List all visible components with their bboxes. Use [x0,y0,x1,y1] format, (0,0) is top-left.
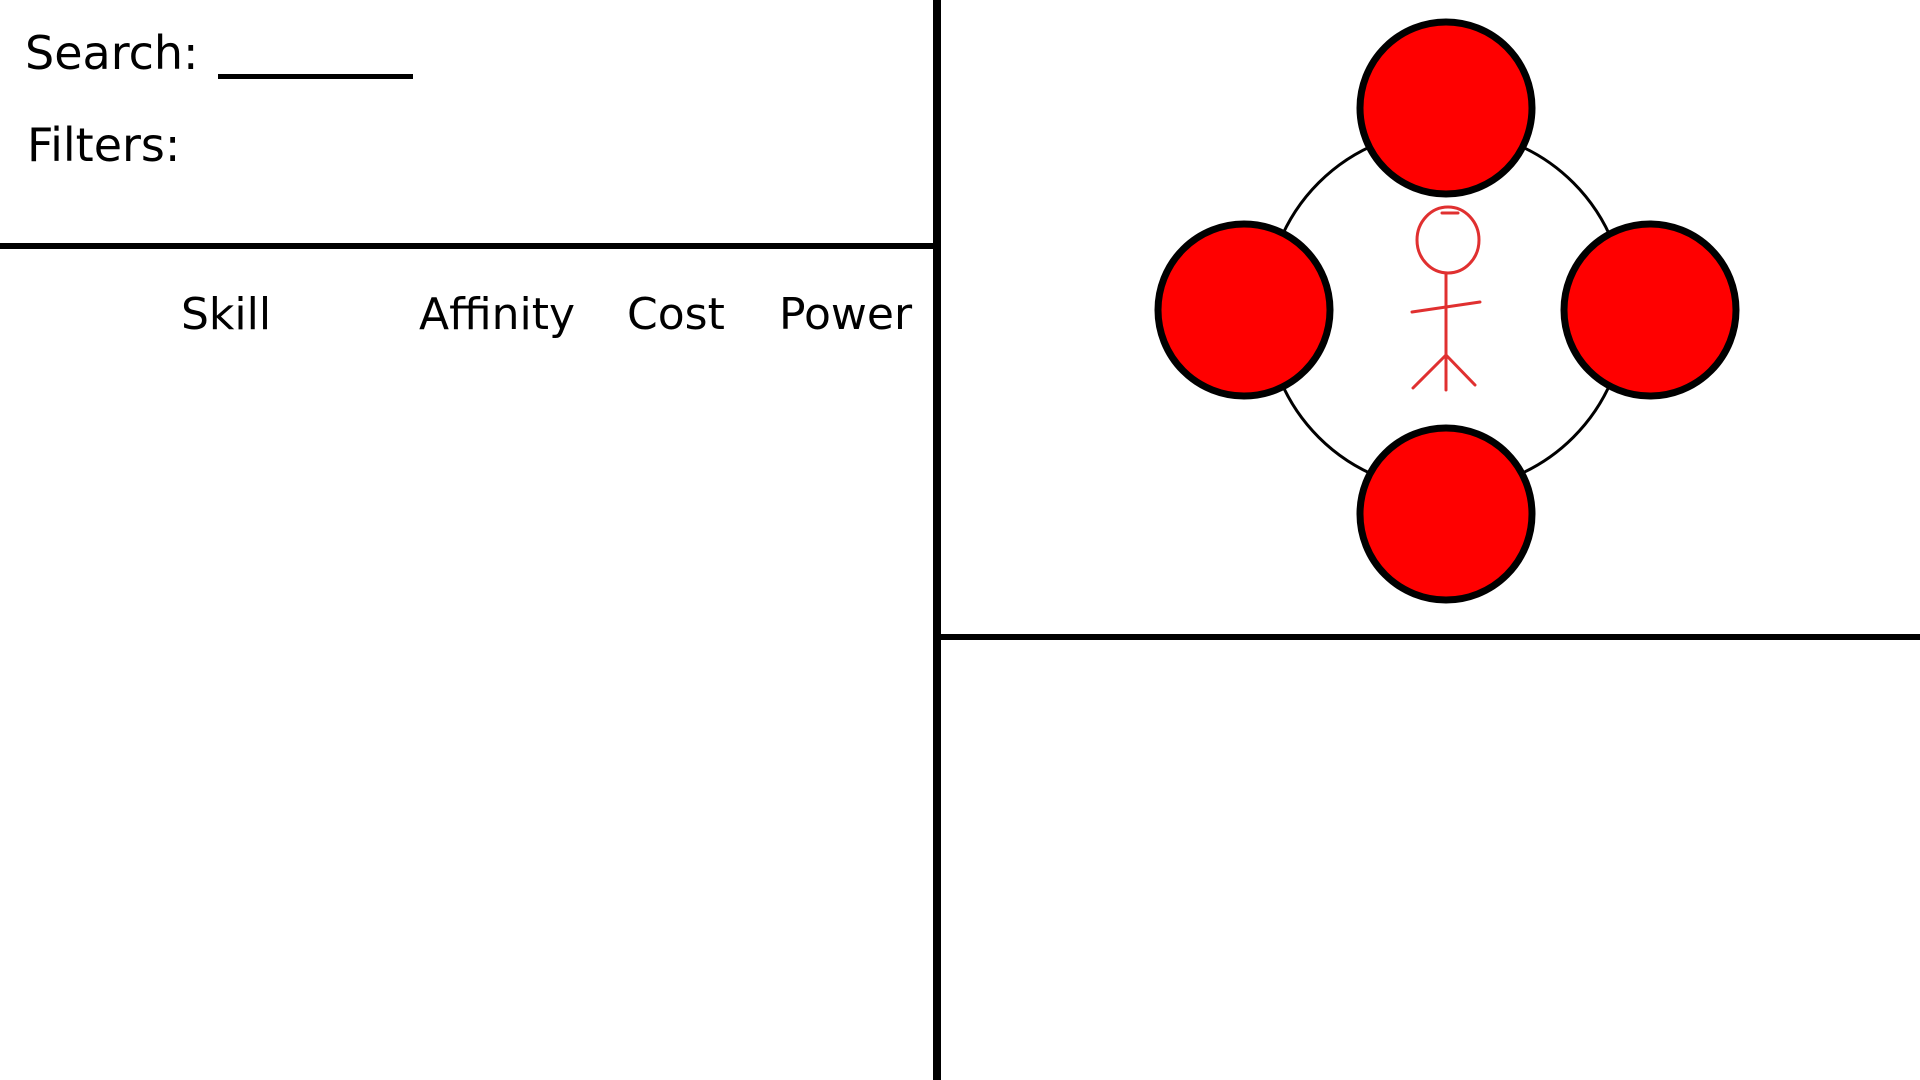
filters-label[interactable]: Filters: [27,118,181,172]
wheel-panel-divider [937,634,1920,640]
detail-panel [941,640,1920,1080]
skill-slot-top[interactable] [1356,18,1536,198]
skill-slot-left[interactable] [1154,220,1334,400]
vertical-divider [933,0,941,1080]
column-header-cost[interactable]: Cost [627,289,725,340]
column-header-affinity[interactable]: Affinity [419,289,576,340]
search-panel-divider [0,243,934,249]
skill-slot-right[interactable] [1560,220,1740,400]
search-label: Search: [25,26,199,80]
skill-slot-bottom[interactable] [1356,424,1536,604]
skill-wheel [1154,18,1740,604]
search-input[interactable] [218,36,413,79]
column-header-power[interactable]: Power [779,289,913,340]
skill-table-body[interactable] [0,350,930,1070]
column-header-skill[interactable]: Skill [181,289,272,340]
character-icon [1410,205,1482,392]
